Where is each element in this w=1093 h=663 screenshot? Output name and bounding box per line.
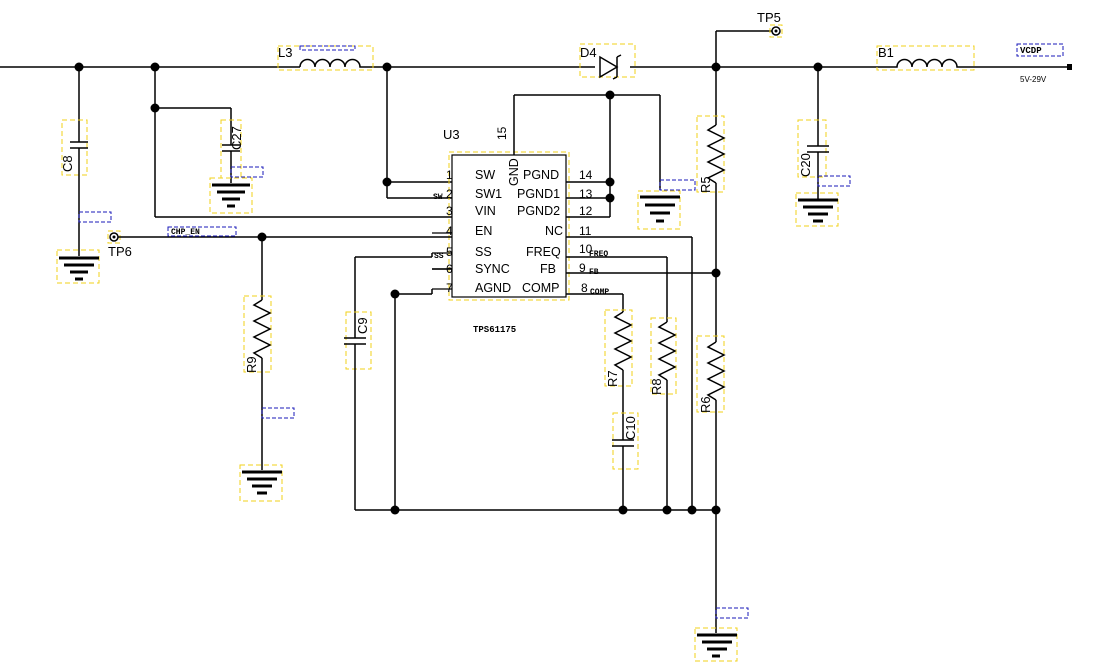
pin6-name: SYNC (475, 262, 510, 276)
pin13-name: PGND1 (517, 187, 560, 201)
capacitor-c8[interactable]: C8 (60, 67, 88, 256)
pin4-name: EN (475, 224, 492, 238)
chip-left-pins: 1 2 3 4 5 6 7 SW SW1 VIN EN SS SYNC AGND (432, 168, 511, 295)
pin2-name: SW1 (475, 187, 502, 201)
c9-label: C9 (355, 317, 370, 334)
resistor-r9[interactable]: R9 (243, 237, 272, 470)
r7-label: R7 (605, 370, 620, 387)
chip-gnd-num: 15 (495, 126, 509, 140)
c10-label: C10 (623, 416, 638, 440)
chip-gnd-name: GND (507, 158, 521, 186)
bead-b1[interactable]: B1 (876, 45, 975, 71)
tp6-label: TP6 (108, 244, 132, 259)
pin10-name: FREQ (526, 245, 561, 259)
capacitor-c10[interactable]: C10 (612, 412, 639, 510)
resistor-r7[interactable]: R7 (566, 293, 633, 440)
ss-net-label: SS (434, 252, 444, 261)
pin1-num: 1 (446, 168, 453, 182)
freq-net-label: FREQ (589, 250, 608, 259)
pin8-name: COMP (522, 281, 560, 295)
ground-c20 (795, 192, 839, 227)
top-rail-wires (0, 64, 1072, 70)
r9-label: R9 (244, 356, 259, 373)
r6-label: R6 (698, 396, 713, 413)
ground-r6 (694, 627, 738, 662)
inductor-l3[interactable]: L3 (277, 45, 374, 71)
comp-net-label: COMP (590, 288, 609, 297)
resistor-r5[interactable]: R5 (696, 67, 726, 273)
c8-label: C8 (60, 155, 75, 172)
pin1-name: SW (475, 168, 495, 182)
capacitor-c9[interactable]: C9 (344, 253, 433, 510)
pin7-name: AGND (475, 281, 511, 295)
diode-d4[interactable]: D4 (579, 43, 636, 80)
pin12-name: PGND2 (517, 204, 560, 218)
pin12-num: 12 (579, 204, 593, 218)
chip-right-pins: 14 13 12 11 10 9 8 PGND PGND1 PGND2 NC F… (517, 168, 593, 295)
pin14-name: PGND (523, 168, 559, 182)
pin5-name: SS (475, 245, 492, 259)
vcdp-label: VCDP (1020, 46, 1042, 56)
ground-c8 (56, 249, 100, 284)
pin10-num: 10 (579, 242, 593, 256)
pin3-num: 3 (446, 204, 453, 218)
resistor-r6[interactable]: R6 (696, 273, 726, 633)
c27-label: C27 (229, 126, 244, 150)
sw-net-label: SW (433, 193, 443, 202)
chip-u3[interactable]: U3 TPS61175 15 GND (443, 95, 570, 335)
pin14-num: 14 (579, 168, 593, 182)
d4-label: D4 (580, 45, 597, 60)
testpoint-tp5[interactable]: TP5 (715, 10, 783, 67)
b1-label: B1 (878, 45, 894, 60)
pin9-name: FB (540, 262, 556, 276)
wire-sw (386, 67, 452, 199)
pin8-num: 8 (581, 281, 588, 295)
c20-label: C20 (798, 153, 813, 177)
l3-label: L3 (278, 45, 292, 60)
vout-range-label: 5V-29V (1020, 75, 1047, 84)
wire-vin-loop (154, 67, 452, 218)
chip-ref: U3 (443, 127, 460, 142)
pin7-num: 7 (446, 281, 453, 295)
capacitor-c20[interactable]: C20 (797, 67, 829, 200)
chip-part: TPS61175 (473, 325, 516, 335)
resistor-r8[interactable]: R8 (566, 256, 677, 510)
ground-c27 (209, 177, 253, 214)
capacitor-c27[interactable]: C27 (220, 108, 244, 183)
r5-label: R5 (698, 176, 713, 193)
wire-agnd (355, 289, 716, 511)
pin3-name: VIN (475, 204, 496, 218)
pin11-num: 11 (579, 224, 592, 238)
ground-r9 (239, 464, 283, 502)
vcdp-net: VCDP 5V-29V (1016, 43, 1064, 84)
tp5-label: TP5 (757, 10, 781, 25)
pin13-num: 13 (579, 187, 593, 201)
pin11-name: NC (545, 224, 563, 238)
pin5-num: 5 (446, 245, 453, 259)
testpoint-tp6[interactable]: TP6 (107, 230, 132, 259)
r8-label: R8 (649, 378, 664, 395)
ground-pgnd (637, 190, 681, 230)
pin4-num: 4 (446, 224, 453, 238)
chip-en-net-label: CHP_EN (171, 228, 200, 237)
pin9-num: 9 (579, 261, 586, 275)
pin2-num: 2 (446, 187, 453, 201)
